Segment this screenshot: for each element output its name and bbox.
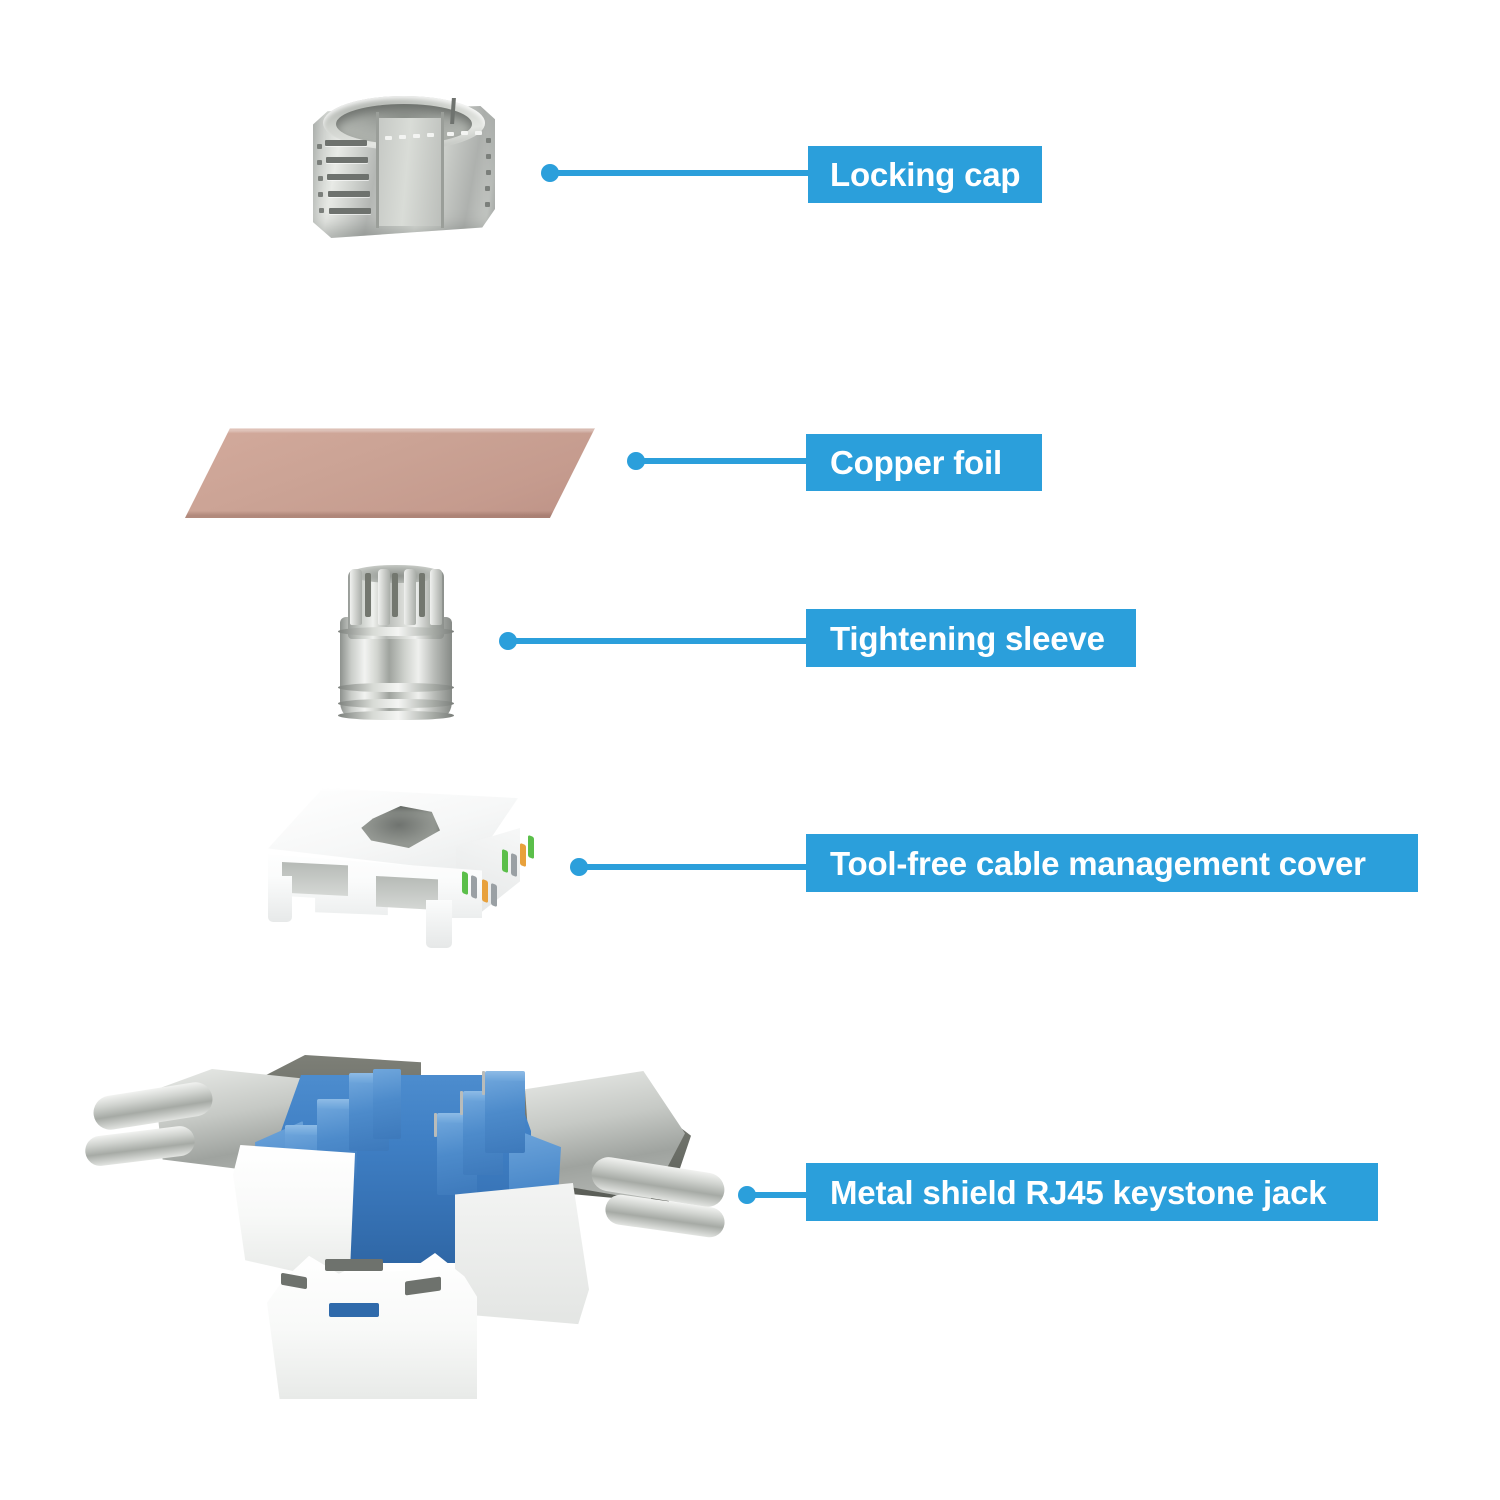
jack-idc-pin <box>482 1071 485 1095</box>
leader-line-keystone-jack <box>747 1192 816 1198</box>
locking-cap-slot <box>326 157 368 163</box>
jack-idc-tower-top <box>485 1071 525 1081</box>
tool-free-cover-image <box>250 788 540 948</box>
tightening-sleeve-ring <box>338 627 454 636</box>
jack-front-blue-slot <box>329 1303 379 1317</box>
locking-cap-edge-notch <box>486 138 491 143</box>
copper-foil-image <box>185 428 595 518</box>
locking-cap-edge-notch <box>317 144 322 149</box>
leader-line-tool-free-cover <box>579 864 816 870</box>
callout-tightening-sleeve-label: Tightening sleeve <box>830 619 1105 657</box>
locking-cap-edge-notch <box>486 170 491 175</box>
cover-wire-marker-green <box>462 870 468 896</box>
callout-tool-free-cover-label: Tool-free cable management cover <box>830 844 1366 882</box>
locking-cap-perforation <box>427 133 434 137</box>
tightening-sleeve-fin <box>404 569 416 625</box>
cover-wire-marker-green <box>528 834 534 860</box>
jack-housing-flap-left <box>233 1145 355 1279</box>
locking-cap-edge-notch <box>318 192 323 197</box>
locking-cap-perforation <box>447 132 454 136</box>
tightening-sleeve-image <box>332 565 462 725</box>
jack-idc-pin <box>434 1113 437 1137</box>
callout-keystone-jack-label: Metal shield RJ45 keystone jack <box>830 1173 1327 1211</box>
keystone-jack-image <box>83 1035 727 1415</box>
callout-copper-foil-label: Copper foil <box>830 444 1002 481</box>
tightening-sleeve-slot <box>392 573 398 617</box>
tightening-sleeve-ring <box>338 699 454 708</box>
locking-cap-slot <box>329 208 371 214</box>
copper-foil-sheet <box>185 428 595 518</box>
cover-inner-cavity <box>282 862 348 896</box>
tightening-sleeve-fin <box>378 569 390 625</box>
leader-line-locking-cap <box>550 170 816 176</box>
locking-cap-edge-notch <box>319 208 324 213</box>
tightening-sleeve-slot <box>365 573 371 617</box>
copper-foil-edge-highlight <box>185 428 595 518</box>
cover-leg <box>426 900 452 948</box>
cover-wire-marker-green <box>502 848 508 874</box>
locking-cap-slot <box>327 174 369 180</box>
cover-wire-marker-gray <box>471 874 477 900</box>
locking-cap-edge-notch <box>485 186 490 191</box>
tightening-sleeve-ring <box>338 683 454 692</box>
callout-locking-cap[interactable]: Locking cap <box>808 146 1042 203</box>
locking-cap-seam-left <box>376 112 379 228</box>
jack-idc-tower <box>485 1077 525 1153</box>
callout-locking-cap-label: Locking cap <box>830 156 1021 193</box>
tightening-sleeve-slot <box>419 573 425 617</box>
tightening-sleeve-fin <box>350 569 362 625</box>
locking-cap-edge-notch <box>318 176 323 181</box>
jack-idc-tower <box>373 1069 401 1139</box>
callout-keystone-jack[interactable]: Metal shield RJ45 keystone jack <box>806 1163 1378 1221</box>
tightening-sleeve-ring <box>338 711 454 720</box>
locking-cap-slot <box>328 191 370 197</box>
jack-idc-tower-top <box>317 1099 357 1109</box>
locking-cap-perforation <box>399 135 406 139</box>
locking-cap-perforation <box>475 131 482 135</box>
locking-cap-edge-notch <box>486 154 491 159</box>
jack-latch-notch <box>325 1259 383 1271</box>
locking-cap-slot <box>325 140 367 146</box>
locking-cap-image <box>305 88 505 258</box>
cover-wire-marker-gray <box>511 852 517 878</box>
jack-idc-tower-top <box>285 1125 325 1135</box>
cover-wire-marker-orange <box>482 878 488 904</box>
locking-cap-edge-notch <box>317 160 322 165</box>
jack-housing-flap-right <box>455 1183 589 1325</box>
cover-wire-marker-orange <box>520 842 526 868</box>
jack-idc-tower-top <box>463 1091 503 1101</box>
tightening-sleeve-fin <box>430 569 442 625</box>
locking-cap-perforation <box>461 131 468 135</box>
locking-cap-seam-right <box>441 112 444 228</box>
jack-idc-pin <box>460 1091 463 1115</box>
cover-wire-marker-gray <box>491 882 497 908</box>
cover-leg <box>268 876 292 922</box>
callout-tool-free-cover[interactable]: Tool-free cable management cover <box>806 834 1418 892</box>
locking-cap-perforation <box>413 134 420 138</box>
locking-cap-edge-notch <box>485 202 490 207</box>
callout-tightening-sleeve[interactable]: Tightening sleeve <box>806 609 1136 667</box>
jack-idc-tower-top <box>437 1113 477 1123</box>
callout-copper-foil[interactable]: Copper foil <box>806 434 1042 491</box>
jack-idc-tower-top <box>349 1073 389 1083</box>
locking-cap-perforation <box>385 136 392 140</box>
leader-line-copper-foil <box>636 458 812 464</box>
leader-line-tightening-sleeve <box>508 638 812 644</box>
